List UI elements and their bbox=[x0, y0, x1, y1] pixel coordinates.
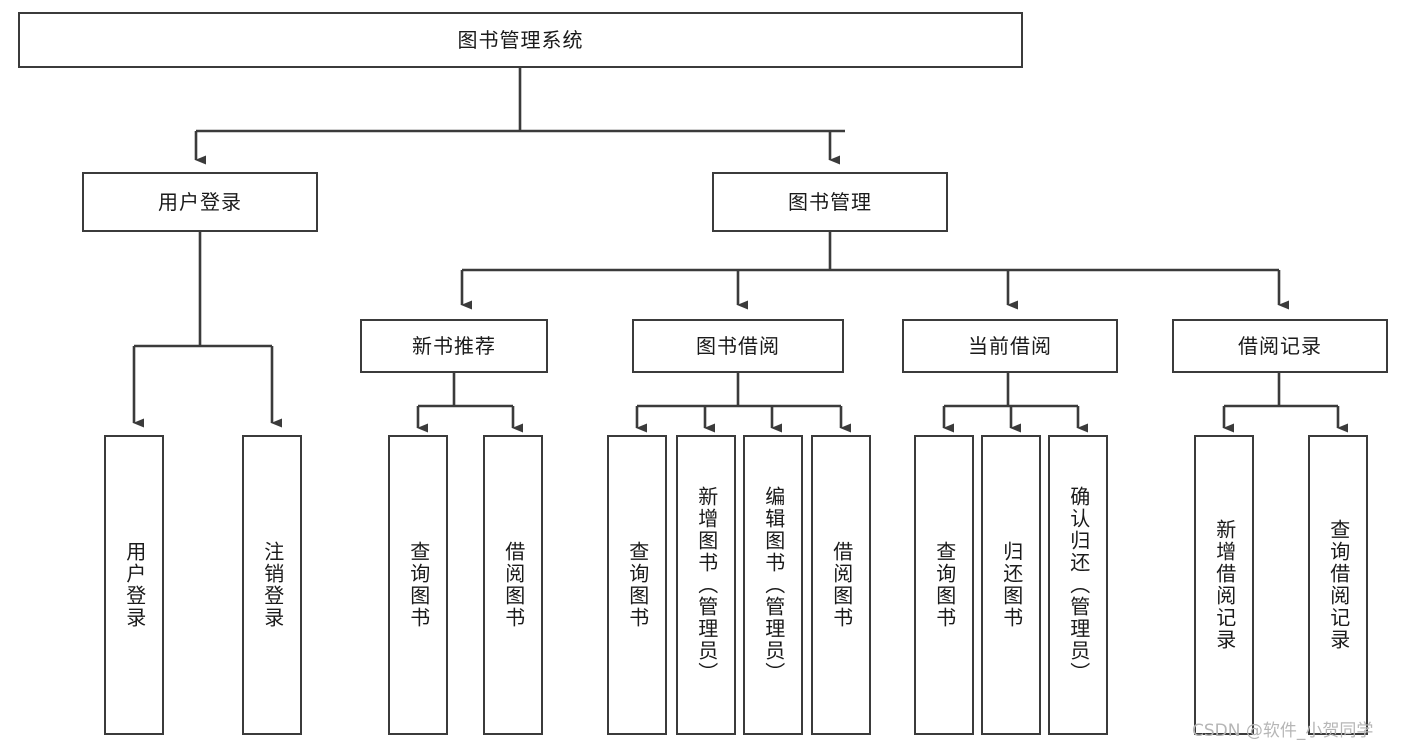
node-borrow-records[interactable]: 借阅记录 bbox=[1172, 319, 1388, 373]
node-label: 新增借阅记录 bbox=[1212, 519, 1237, 651]
node-label: 借阅记录 bbox=[1238, 334, 1322, 358]
leaf-user-login-login[interactable]: 用户登录 bbox=[104, 435, 164, 735]
node-label: 用户登录 bbox=[122, 541, 147, 629]
edge-newbook-to-leaves bbox=[416, 373, 523, 433]
edge-currentborrow-to-leaves bbox=[942, 373, 1088, 433]
node-label: 新书推荐 bbox=[412, 334, 496, 358]
node-new-book-recommend[interactable]: 新书推荐 bbox=[360, 319, 548, 373]
leaf-book-borrow-edit-book-admin[interactable]: 编辑图书（管理员） bbox=[743, 435, 803, 735]
leaf-current-borrow-query-books[interactable]: 查询图书 bbox=[914, 435, 974, 735]
node-user-login[interactable]: 用户登录 bbox=[82, 172, 318, 232]
node-label: 查询图书 bbox=[625, 541, 650, 629]
node-label: 查询图书 bbox=[406, 541, 431, 629]
node-label: 查询图书 bbox=[932, 541, 957, 629]
node-label: 归还图书 bbox=[999, 541, 1024, 629]
node-label: 当前借阅 bbox=[968, 334, 1052, 358]
node-label: 新增图书（管理员） bbox=[694, 486, 719, 684]
leaf-borrow-records-query-record[interactable]: 查询借阅记录 bbox=[1308, 435, 1368, 735]
leaf-current-borrow-confirm-return-admin[interactable]: 确认归还（管理员） bbox=[1048, 435, 1108, 735]
node-label: 查询借阅记录 bbox=[1326, 519, 1351, 651]
leaf-book-borrow-query-books[interactable]: 查询图书 bbox=[607, 435, 667, 735]
edge-bookmgmt-to-level3 bbox=[460, 232, 1289, 310]
leaf-book-borrow-borrow-books[interactable]: 借阅图书 bbox=[811, 435, 871, 735]
edge-bookborrow-to-leaves bbox=[635, 373, 851, 433]
node-book-management[interactable]: 图书管理 bbox=[712, 172, 948, 232]
node-label: 图书管理 bbox=[788, 190, 872, 214]
node-root-book-management-system[interactable]: 图书管理系统 bbox=[18, 12, 1023, 68]
leaf-new-book-borrow-books[interactable]: 借阅图书 bbox=[483, 435, 543, 735]
edge-userlogin-to-leaves bbox=[132, 232, 282, 428]
node-book-borrow[interactable]: 图书借阅 bbox=[632, 319, 844, 373]
node-label: 图书管理系统 bbox=[457, 28, 584, 52]
node-current-borrow[interactable]: 当前借阅 bbox=[902, 319, 1118, 373]
node-label: 注销登录 bbox=[260, 541, 285, 629]
leaf-user-login-logout[interactable]: 注销登录 bbox=[242, 435, 302, 735]
node-label: 用户登录 bbox=[158, 190, 242, 214]
leaf-current-borrow-return-books[interactable]: 归还图书 bbox=[981, 435, 1041, 735]
leaf-borrow-records-add-record[interactable]: 新增借阅记录 bbox=[1194, 435, 1254, 735]
leaf-new-book-query-books[interactable]: 查询图书 bbox=[388, 435, 448, 735]
node-label: 编辑图书（管理员） bbox=[761, 486, 786, 684]
edge-borrowrecords-to-leaves bbox=[1222, 373, 1348, 433]
node-label: 借阅图书 bbox=[829, 541, 854, 629]
edge-root-to-level2 bbox=[194, 68, 845, 165]
leaf-book-borrow-add-book-admin[interactable]: 新增图书（管理员） bbox=[676, 435, 736, 735]
node-label: 确认归还（管理员） bbox=[1066, 486, 1091, 684]
node-label: 借阅图书 bbox=[501, 541, 526, 629]
node-label: 图书借阅 bbox=[696, 334, 780, 358]
